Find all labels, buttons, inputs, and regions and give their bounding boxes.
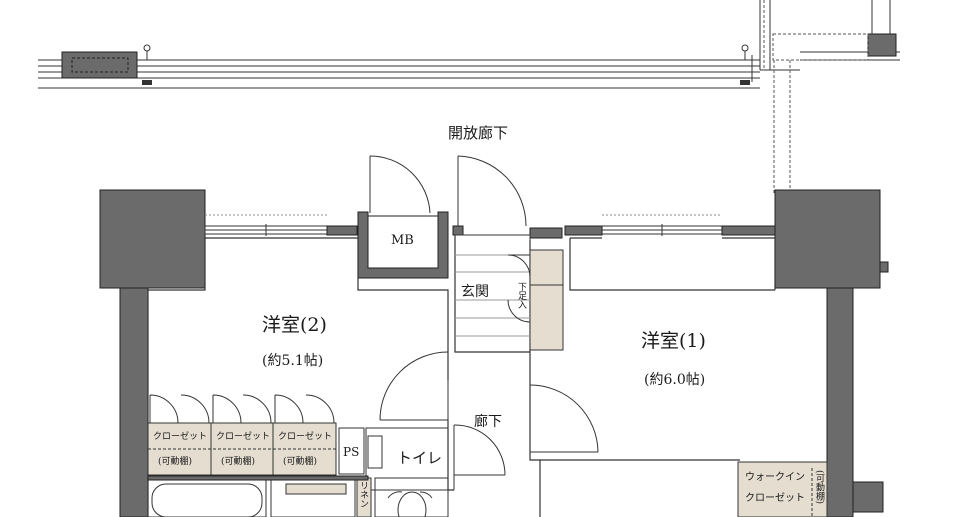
meter-box-label: MB [391, 233, 414, 248]
mb-door-swing [369, 155, 527, 227]
door-swings [379, 351, 599, 490]
wall-right [826, 287, 854, 517]
outdoor-unit [61, 51, 138, 79]
column-left [99, 189, 206, 289]
walk-in-closet-label-1: ウォークイン [745, 472, 805, 483]
walk-in-closet [737, 461, 828, 517]
closet-room2 [147, 394, 337, 476]
linen-label: リネン [358, 481, 368, 508]
toilet-area [365, 427, 449, 491]
western-room-1-area: (約6.0帖) [644, 372, 706, 388]
shoe-storage [529, 249, 564, 351]
faucet-icon [143, 44, 749, 60]
balcony-railing [38, 55, 760, 89]
western-room-2-label: 洋室(2) [262, 314, 327, 336]
closet-1-shelf: (可動棚) [158, 457, 193, 467]
walk-in-closet-label-2: クローゼット [745, 493, 805, 504]
wall-left [119, 287, 149, 517]
column-right [774, 189, 881, 289]
open-corridor-label: 開放廊下 [448, 124, 509, 142]
hallway-label: 廊下 [474, 414, 502, 430]
entrance-label: 玄関 [461, 284, 489, 300]
closet-3-shelf: (可動棚) [283, 457, 318, 467]
western-room-2-area: (約5.1帖) [262, 353, 324, 369]
pipe-space [338, 427, 365, 475]
western-room-1-label: 洋室(1) [641, 330, 706, 352]
toilet-label: トイレ [397, 449, 443, 467]
closet-3-label: クローゼット [278, 432, 333, 442]
window-right [601, 224, 723, 236]
meter-box [357, 211, 449, 279]
bathroom [147, 477, 449, 517]
closet-2-shelf: (可動棚) [221, 457, 256, 467]
walk-in-closet-shelf: (可動棚) [814, 470, 824, 505]
shoe-area-label: 下足入 [516, 282, 526, 309]
pipe-space-label: PS [343, 445, 360, 459]
window-left [204, 224, 328, 236]
closet-2-label: クローゼット [216, 432, 271, 442]
closet-1-label: クローゼット [153, 432, 208, 442]
